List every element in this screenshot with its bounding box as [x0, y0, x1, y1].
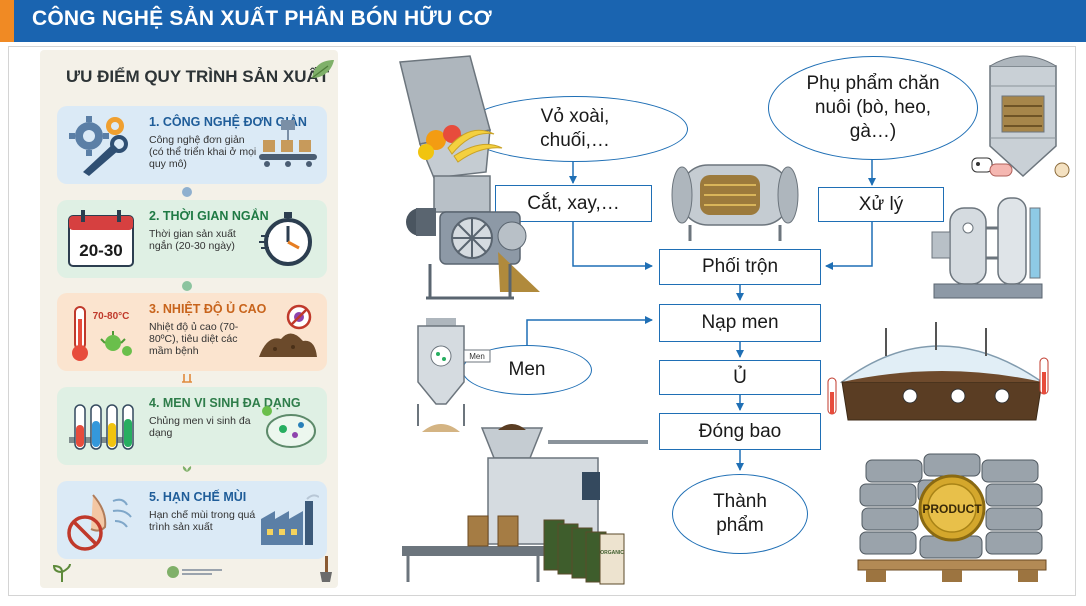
card-description: Chủng men vi sinh đa dạng	[149, 415, 251, 439]
header-accent	[0, 0, 14, 42]
step-mix: Phối trộn	[659, 249, 821, 285]
slide-frame	[8, 46, 1076, 596]
card-reduce-odor: 5. HẠN CHẾ MÙI Hạn chế mùi trong quá trì…	[57, 481, 327, 559]
card-description: Nhiệt độ ủ cao (70-80ºC), tiêu diệt các …	[149, 321, 239, 357]
sprout-icon	[52, 564, 71, 582]
bag-label-text: ORGANIC	[600, 550, 624, 556]
card-description: Hạn chế mùi trong quá trình sản xuất	[149, 509, 256, 533]
compost-heap-icon	[259, 304, 317, 357]
card-description: Công nghệ đơn giản (có thể triển khai ở …	[149, 134, 257, 170]
card-simple-technology: 1. CÔNG NGHỆ ĐƠN GIẢN Công nghệ đơn giản…	[57, 106, 327, 184]
connector-dot	[182, 281, 192, 291]
no-smell-icon	[67, 494, 132, 551]
product-seal-text: PRODUCT	[922, 502, 982, 516]
thermometer-icon: 70-80°C	[72, 306, 132, 361]
step-packaging: Đóng bao	[659, 413, 821, 450]
mixing-drum-illustration	[671, 164, 799, 241]
leaf-icon	[311, 60, 334, 79]
panel-title: ƯU ĐIỂM QUY TRÌNH SẢN XUẤT	[66, 67, 330, 86]
silo-livestock-illustration	[971, 55, 1070, 178]
stopwatch-icon	[259, 212, 312, 266]
packaging-machine-illustration: ORGANIC	[402, 424, 648, 585]
step-cut-grind: Cắt, xay,…	[495, 185, 652, 222]
step-add-yeast: Nạp men	[659, 304, 821, 342]
card-description: Thời gian sản xuất ngắn (20-30 ngày)	[149, 228, 236, 252]
grinder-machine-illustration	[399, 55, 540, 300]
header-bar: CÔNG NGHỆ SẢN XUẤT PHÂN BÓN HỮU CƠ	[0, 0, 1086, 42]
input-fruit-peels: Vỏ xoài, chuối,…	[462, 96, 688, 162]
arrow-treat-to-mix	[825, 222, 873, 270]
arrow-cut-to-mix	[572, 222, 653, 270]
output-finished-product: Thành phẩm	[672, 474, 808, 554]
factory-icon	[261, 494, 319, 545]
step-treat: Xử lý	[818, 187, 944, 222]
petri-dish-icon	[262, 406, 316, 448]
connector-icon	[182, 374, 192, 383]
card-title: 1. CÔNG NGHỆ ĐƠN GIẢN	[149, 115, 307, 129]
card-title: 3. NHIỆT ĐỘ Ủ CAO	[149, 302, 267, 316]
card-title: 5. HẠN CHẾ MÙI	[149, 490, 247, 504]
gears-wrench-icon	[69, 116, 128, 176]
connector-dot	[182, 187, 192, 197]
yeast-tag-text: Men	[469, 352, 485, 361]
card-short-time: 20-30 2. THỜI GIAN NGẮN Thời gian sản xu…	[57, 200, 327, 278]
calendar-badge-text: 20-30	[79, 241, 122, 260]
institution-logo	[167, 566, 222, 578]
conveyor-boxes-icon	[259, 120, 317, 167]
treatment-system-illustration	[931, 197, 1043, 299]
card-title: 4. MEN VI SINH ĐA DẠNG	[149, 396, 301, 410]
card-high-temperature: 70-80°C 3. NHIỆT ĐỘ Ủ CAO Nhiệt độ ủ cao…	[57, 293, 327, 371]
compost-greenhouse-illustration	[827, 322, 1049, 421]
shovel-icon	[320, 556, 332, 582]
page-title: CÔNG NGHỆ SẢN XUẤT PHÂN BÓN HỮU CƠ	[32, 7, 492, 30]
yeast-tank-illustration: Men	[417, 318, 491, 432]
card-diverse-microbes: 4. MEN VI SINH ĐA DẠNG Chủng men vi sinh…	[57, 387, 327, 465]
advantages-panel: ƯU ĐIỂM QUY TRÌNH SẢN XUẤT 1. CÔNG NGHỆ …	[40, 50, 338, 588]
calendar-icon: 20-30	[68, 210, 134, 267]
temperature-badge-text: 70-80°C	[93, 311, 130, 322]
connector-icon	[182, 466, 192, 478]
card-title: 2. THỜI GIAN NGẮN	[149, 209, 269, 223]
test-tubes-icon	[69, 404, 134, 450]
step-compost: Ủ	[659, 360, 821, 395]
input-livestock-byproducts: Phụ phẩm chăn nuôi (bò, heo, gà…)	[768, 56, 978, 160]
product-pallet-illustration: PRODUCT	[857, 453, 1047, 582]
arrow-yeast-in	[526, 316, 653, 345]
